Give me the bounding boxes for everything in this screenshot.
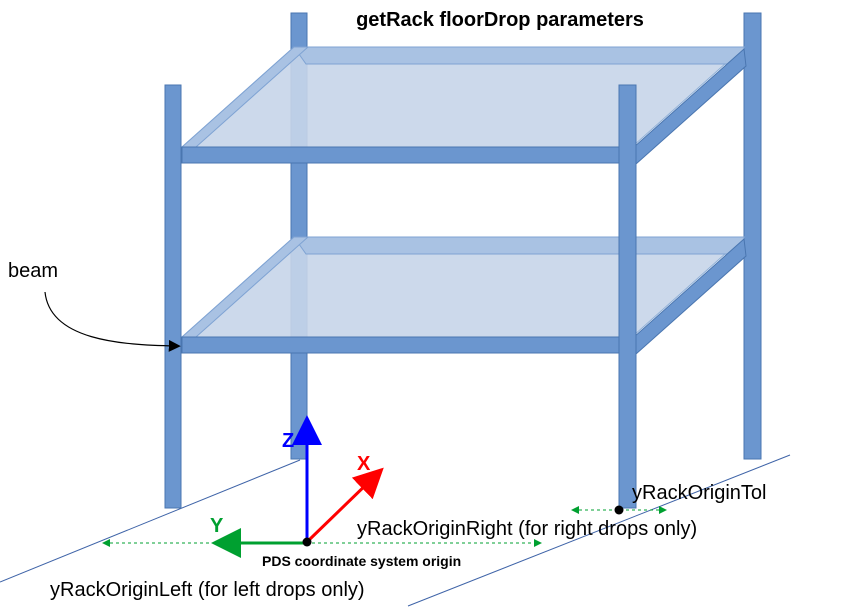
origin-label: PDS coordinate system origin (262, 553, 461, 569)
y-left-label: yRackOriginLeft (for left drops only) (50, 579, 365, 601)
x-axis-arrow (307, 467, 384, 542)
post-front-right (618, 84, 637, 509)
y-tol-label: yRackOriginTol (632, 482, 766, 504)
floor-line-left (0, 459, 301, 583)
beam-pointer-arrow (44, 291, 181, 352)
y-axis-label: Y (210, 515, 224, 537)
y-right-label: yRackOriginRight (for right drops only) (357, 518, 697, 540)
lower-beam-front (181, 336, 635, 354)
beam-label: beam (8, 260, 58, 282)
right-origin-dot (614, 505, 624, 515)
z-axis-label: Z (282, 430, 294, 452)
x-axis-label: X (357, 453, 371, 475)
post-front-left (164, 84, 182, 509)
upper-beam-front (181, 146, 635, 164)
floor-line-front (407, 454, 791, 607)
pds-origin-dot (302, 537, 312, 547)
upper-beam-back (293, 46, 745, 65)
lower-beam-back (293, 236, 745, 255)
post-back-right (743, 12, 762, 460)
diagram-title: getRack floorDrop parameters (356, 9, 644, 31)
